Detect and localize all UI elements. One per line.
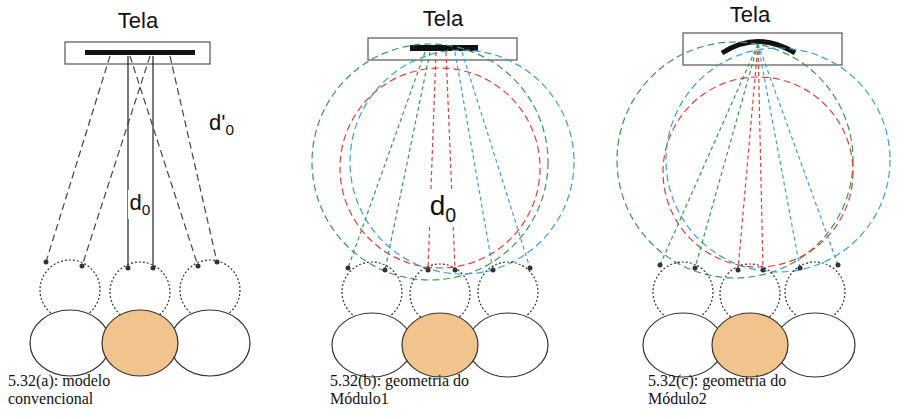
symbol-base: d <box>430 190 446 221</box>
symbol-subscript: 0 <box>225 121 234 138</box>
screen <box>65 42 210 64</box>
viewer-head <box>643 313 723 377</box>
sight-line <box>170 56 217 262</box>
sight-line <box>348 52 530 270</box>
eye-dot <box>798 266 803 271</box>
viewer-head <box>102 310 178 376</box>
figure-caption: 5.32(a): modelo convencional <box>8 372 183 409</box>
geometry-circle <box>663 77 853 267</box>
distance-label: d0 <box>428 190 458 226</box>
sight-line <box>46 56 217 266</box>
eye-dot <box>736 268 741 273</box>
sight-line <box>455 52 493 270</box>
sight-line <box>46 56 217 268</box>
eye-dot <box>44 260 220 271</box>
eye-dot <box>346 266 533 273</box>
eye-dot <box>196 264 201 269</box>
sight-line <box>428 52 436 270</box>
eye-dot <box>383 268 388 273</box>
sight-line <box>462 52 530 268</box>
viewer-head <box>643 262 855 377</box>
geometry-circle <box>312 44 574 280</box>
sight-line <box>758 44 800 268</box>
eye-dot <box>126 266 131 271</box>
sight-line <box>758 44 763 270</box>
panel-a <box>30 42 250 376</box>
eye-dot <box>346 266 351 271</box>
geometry-circle <box>617 42 890 278</box>
viewer-head <box>30 310 110 376</box>
viewer-head <box>30 260 250 376</box>
sight-line <box>660 44 758 265</box>
eye-dot <box>453 268 458 273</box>
eye-dot <box>761 268 766 273</box>
viewer-head <box>170 310 250 376</box>
viewer-head <box>468 313 548 377</box>
panel-b <box>312 38 574 377</box>
eye-dot <box>80 264 85 269</box>
geometry-circle <box>666 48 890 272</box>
sight-line <box>127 56 128 268</box>
sight-line <box>348 52 425 268</box>
symbol-base: d' <box>209 110 225 135</box>
eye-dot <box>426 268 431 273</box>
eye-dot <box>658 263 841 273</box>
sight-line <box>446 52 455 270</box>
eye-dot <box>658 263 663 268</box>
figure-caption: 5.32(b): geometria do Módulo1 <box>330 372 505 409</box>
geometry-circle <box>617 42 853 278</box>
eye-dot <box>44 260 49 265</box>
symbol-base: d <box>130 190 142 215</box>
screen <box>368 38 517 60</box>
eye-dot <box>491 268 496 273</box>
sight-line <box>758 44 838 265</box>
distance-label: d'0 <box>207 110 236 139</box>
sight-line <box>738 44 758 270</box>
panel-c <box>617 33 890 377</box>
viewer-head <box>332 313 412 377</box>
distance-label: d0 <box>128 190 153 219</box>
sight-line <box>152 56 153 268</box>
symbol-subscript: 0 <box>445 204 456 226</box>
viewer-head <box>712 313 788 377</box>
geometry-circle <box>350 50 574 274</box>
sight-line <box>385 52 430 270</box>
eye-dot <box>693 266 698 271</box>
eye-dot <box>151 266 156 271</box>
screen <box>368 38 517 60</box>
eye-dot <box>215 260 220 265</box>
eye-dot <box>528 266 533 271</box>
screen <box>85 50 195 55</box>
screen-label: Tela <box>118 8 158 33</box>
sight-line <box>46 56 110 262</box>
sight-line <box>660 44 838 270</box>
viewer-head <box>402 313 478 377</box>
screen <box>65 42 210 64</box>
eye-dot <box>836 263 841 268</box>
figure-caption: 5.32(c): geometria do Módulo2 <box>648 372 823 409</box>
symbol-subscript: 0 <box>142 201 151 218</box>
sight-line <box>82 56 150 266</box>
screen-label: Tela <box>730 2 770 27</box>
sight-line <box>130 56 198 266</box>
viewer-head <box>332 262 548 377</box>
screen-label: Tela <box>423 6 463 31</box>
geometry-circle <box>312 44 548 280</box>
